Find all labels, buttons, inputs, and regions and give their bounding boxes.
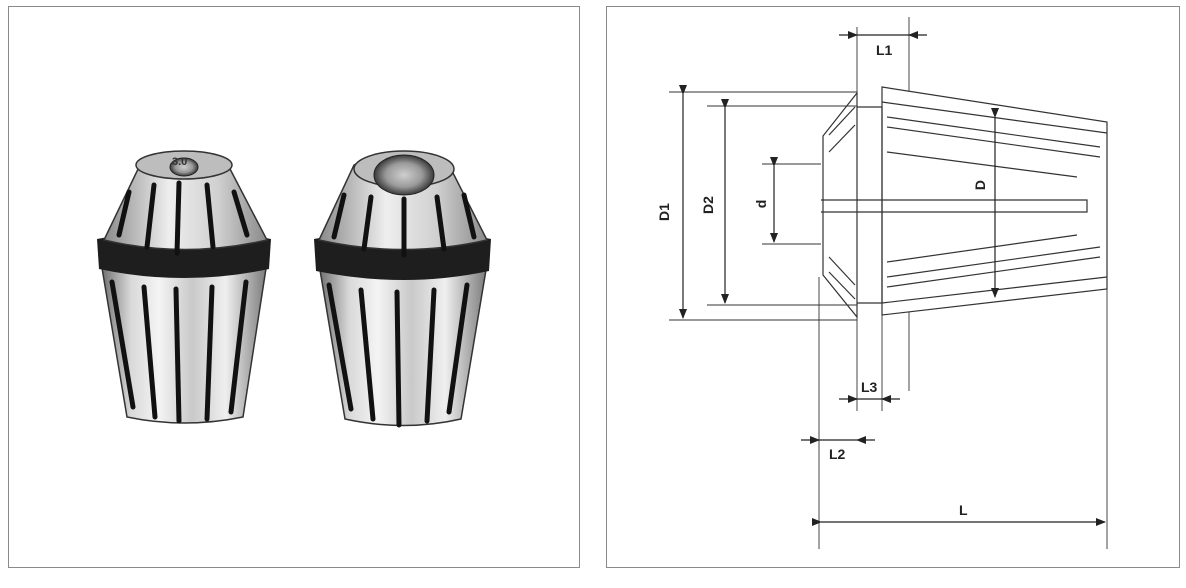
label-d2: D2: [700, 196, 716, 214]
label-bore-d: d: [753, 200, 769, 209]
collet-dimension-drawing: L1 D1 D2 d D L3 L2 L: [656, 17, 1108, 549]
label-l3: L3: [861, 379, 878, 395]
collet-bore-slot: [821, 199, 1088, 213]
collet-left: 3.0: [97, 150, 271, 424]
technical-drawing-panel: L1 D1 D2 d D L3 L2 L: [606, 6, 1180, 568]
label-l: L: [959, 502, 968, 518]
label-d: D: [972, 180, 988, 190]
collet-photo: 3.0: [97, 150, 491, 428]
label-l2: L2: [829, 446, 846, 462]
collet-size-marking: 3.0: [172, 156, 187, 168]
product-photo-panel: 3.0: [8, 6, 580, 568]
collet-right: [314, 150, 491, 428]
label-l1: L1: [876, 42, 893, 58]
label-d1: D1: [656, 203, 672, 221]
